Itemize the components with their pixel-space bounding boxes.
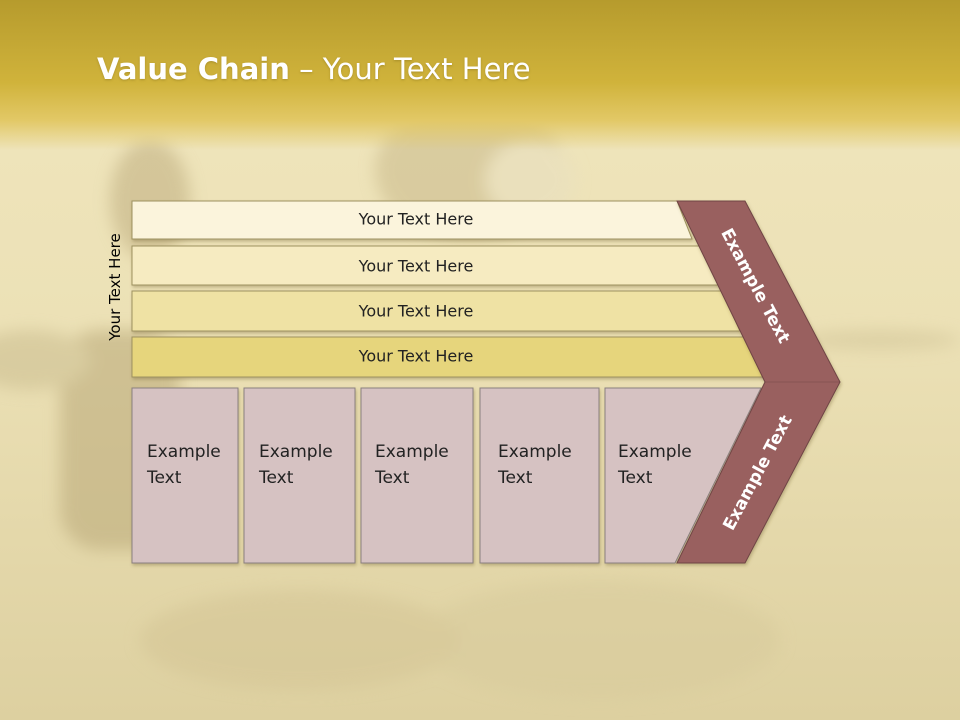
activity-box-4[interactable] — [479, 387, 600, 564]
activity-box-2[interactable] — [243, 387, 356, 564]
support-bar-2-label: Your Text Here — [358, 256, 474, 276]
activity-box-3-line1: Example — [375, 442, 449, 462]
activity-box-5-line2: Text — [618, 468, 653, 488]
support-bar-3-label: Your Text Here — [358, 301, 474, 321]
activity-box-4-line2: Text — [498, 468, 533, 488]
support-bar-4-label: Your Text Here — [358, 346, 474, 366]
title-band — [0, 0, 960, 150]
slide-title: Value Chain – Your Text Here — [97, 52, 531, 86]
activity-box-5-line1: Example — [618, 442, 692, 462]
activity-box-5[interactable] — [604, 387, 762, 564]
support-bar-1[interactable] — [131, 200, 693, 240]
activity-box-1-line1: Example — [147, 442, 221, 462]
activity-box-3[interactable] — [360, 387, 474, 564]
activity-box-2-line1: Example — [259, 442, 333, 462]
activity-box-3-line2: Text — [375, 468, 410, 488]
slide-title-rest: – Your Text Here — [289, 52, 531, 86]
activity-box-2-line2: Text — [259, 468, 294, 488]
activity-box-1[interactable] — [131, 387, 239, 564]
activity-box-4-line1: Example — [498, 442, 572, 462]
slide-title-bold: Value Chain — [97, 52, 290, 86]
activity-box-1-line2: Text — [147, 468, 182, 488]
support-bar-1-label: Your Text Here — [358, 209, 474, 229]
